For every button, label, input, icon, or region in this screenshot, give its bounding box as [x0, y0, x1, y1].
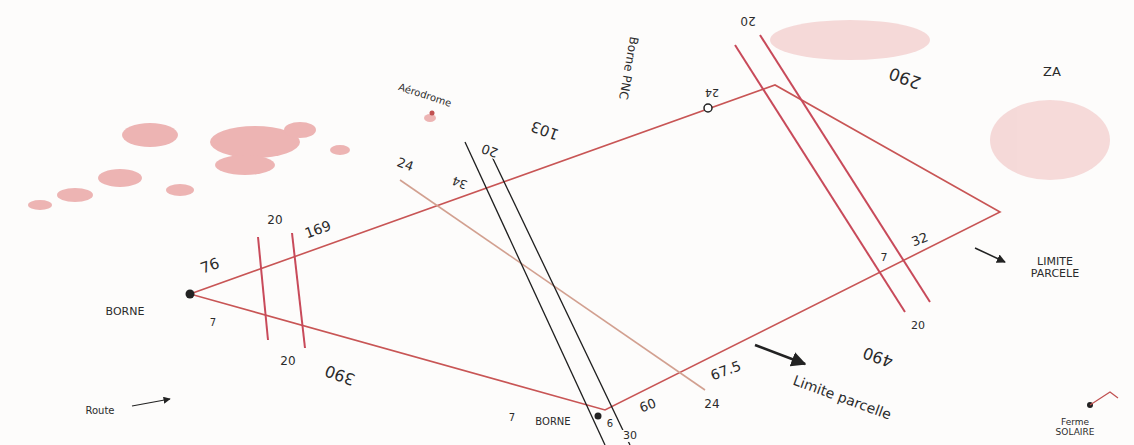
plan-annotation: 390: [321, 361, 359, 389]
map-blotches: [28, 114, 436, 210]
plan-annotation: 20: [265, 214, 284, 227]
plan-annotation: Route: [83, 405, 116, 416]
plan-annotation: 30: [621, 430, 639, 442]
plan-annotation: 20: [278, 355, 297, 368]
pointer-arrows: [132, 248, 1005, 406]
plan-annotation: 7: [208, 317, 218, 328]
plan-annotation: 20: [738, 13, 757, 26]
plan-annotation: 103: [527, 117, 563, 144]
parcel-outline: [190, 85, 1000, 410]
plan-annotation: BORNE: [104, 306, 147, 318]
plan-annotation: 490: [859, 343, 897, 371]
band-24: [400, 180, 705, 390]
plan-annotation: 7: [879, 252, 890, 264]
plan-annotation: 24: [703, 86, 721, 98]
plan-annotation: LIMITE PARCELE: [1018, 256, 1092, 280]
plan-annotation: 20: [909, 320, 927, 332]
plan-annotation: 34: [449, 173, 472, 192]
plan-annotation: 60: [636, 396, 660, 416]
plan-annotation: 67.5: [707, 358, 745, 384]
plan-annotation: 7: [507, 412, 517, 423]
plan-annotation: 20: [478, 140, 502, 160]
ferme-mark: [1090, 392, 1118, 405]
plan-annotation: BORNE: [533, 416, 572, 427]
plan-annotation: 76: [196, 254, 223, 277]
survey-points: [186, 104, 1094, 420]
plan-annotation: Aérodrome: [395, 81, 455, 110]
plan-annotation: 6: [605, 418, 615, 429]
black-band: [465, 142, 630, 445]
plan-annotation: ZA: [1041, 65, 1063, 79]
plan-annotation: 169: [301, 218, 335, 243]
plan-annotation: Borne PNC: [616, 34, 641, 103]
plan-annotation: Ferme SOLAIRE: [1043, 418, 1107, 438]
plan-annotation: 24: [393, 155, 417, 175]
left-band: [258, 233, 305, 348]
right-band: [735, 35, 930, 312]
plan-annotation: 290: [885, 63, 926, 93]
plan-annotation: 24: [702, 398, 721, 411]
map-stains: [770, 20, 1110, 180]
plan-annotation: Limite parcelle: [789, 372, 895, 423]
